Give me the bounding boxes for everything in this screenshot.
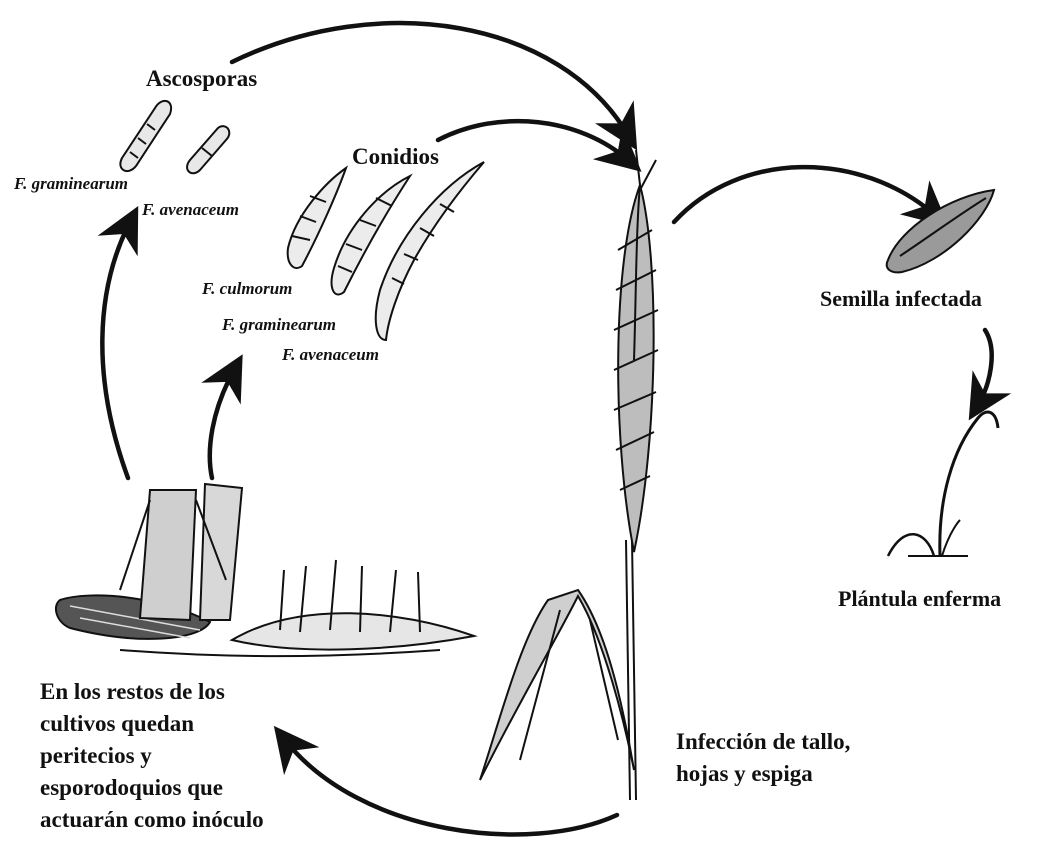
- infeccion-line: Infección de tallo,: [676, 726, 850, 758]
- arrow-plant-to-seed: [674, 167, 935, 222]
- label-f-graminearum-ascospore: F. graminearum: [14, 174, 128, 194]
- wheat-plant: [480, 150, 658, 800]
- arrow-conidios-to-plant: [438, 121, 628, 160]
- label-ascosporas: Ascosporas: [146, 66, 257, 92]
- restos-line: peritecios y: [40, 740, 360, 772]
- crop-residues: [56, 484, 474, 656]
- restos-line: cultivos quedan: [40, 708, 360, 740]
- arrow-seed-to-seedling: [978, 330, 992, 405]
- arrow-residues-to-conidios: [210, 370, 234, 478]
- label-restos-cultivos: En los restos de los cultivos quedan per…: [40, 676, 360, 836]
- ascospore-f-graminearum: [120, 101, 171, 171]
- label-plantula-enferma: Plántula enferma: [838, 586, 1001, 612]
- label-f-graminearum-conidium: F. graminearum: [222, 315, 336, 335]
- restos-line: actuarán como inóculo: [40, 804, 360, 836]
- arrow-ascosporas-to-plant: [232, 23, 628, 135]
- restos-line: En los restos de los: [40, 676, 360, 708]
- arrow-residues-to-ascosporas: [102, 222, 130, 478]
- label-f-avenaceum-ascospore: F. avenaceum: [142, 200, 239, 220]
- diseased-seedling: [888, 412, 998, 556]
- ascospore-f-avenaceum: [187, 126, 229, 173]
- label-semilla-infectada: Semilla infectada: [820, 286, 982, 312]
- label-conidios: Conidios: [352, 144, 439, 170]
- infeccion-line: hojas y espiga: [676, 758, 850, 790]
- label-f-culmorum-conidium: F. culmorum: [202, 279, 292, 299]
- infected-seed: [887, 190, 994, 272]
- restos-line: esporodoquios que: [40, 772, 360, 804]
- label-f-avenaceum-conidium: F. avenaceum: [282, 345, 379, 365]
- label-infeccion: Infección de tallo, hojas y espiga: [676, 726, 850, 790]
- conidium-f-culmorum: [288, 168, 346, 268]
